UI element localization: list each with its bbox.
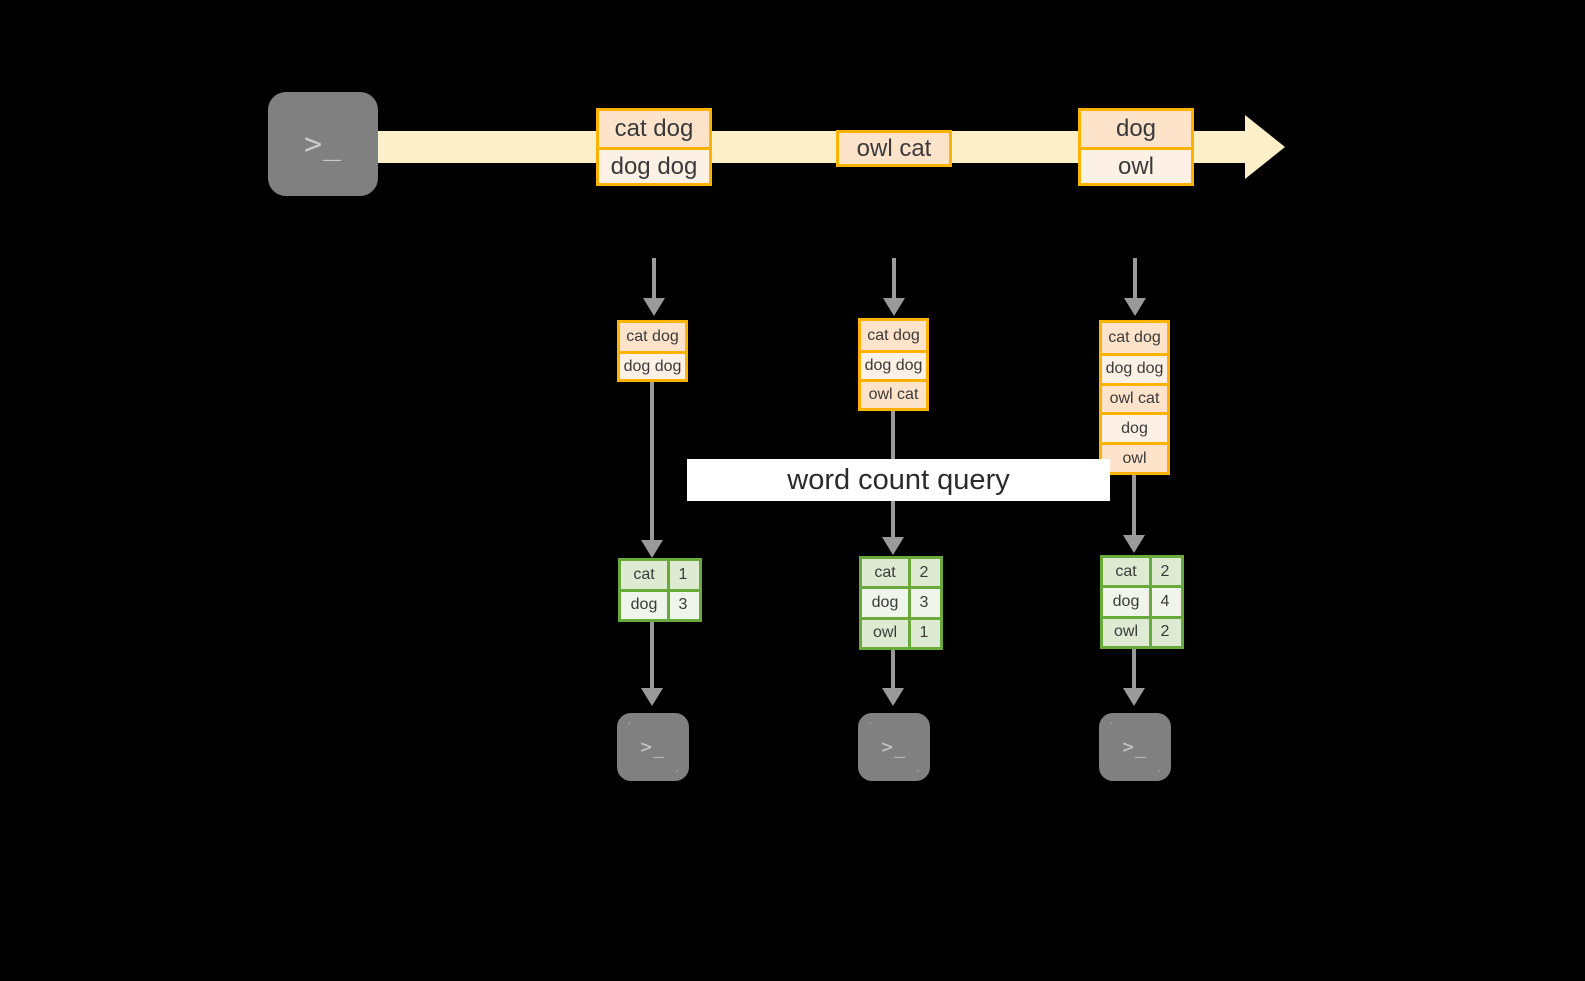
source-terminal-prompt: >_ [303,126,343,162]
sink-connector-1 [650,622,654,688]
dashed-connector-3 [1133,258,1137,300]
dashed-connector-3-arrowhead-icon [1124,298,1146,316]
terminal-screen [277,101,369,187]
accumulated-record: owl cat [861,378,926,408]
sink-terminal-1-icon[interactable]: >_ [617,713,689,781]
sink-terminal-prompt: >_ [881,736,907,758]
accumulated-record: dog dog [620,351,685,379]
sink-terminal-prompt: >_ [1122,736,1148,758]
result-table-3: cat 2 dog 4 owl 2 [1100,555,1184,649]
result-count: 4 [1149,588,1178,616]
dashed-connector-2 [892,258,896,300]
table-row: cat 1 [621,561,699,589]
stream-record: owl [1081,147,1191,183]
accumulated-record: cat dog [861,321,926,350]
stream-record: dog dog [599,147,709,183]
query-connector-1-arrowhead-icon [641,540,663,558]
stream-group-1: cat dog dog dog [596,108,712,186]
query-connector-3 [1132,475,1136,535]
sink-connector-2-arrowhead-icon [882,688,904,706]
table-row: cat 2 [1103,558,1181,586]
sink-terminal-2-icon[interactable]: >_ [858,713,930,781]
result-word: dog [630,596,658,614]
result-table-1: cat 1 dog 3 [618,558,702,622]
result-count: 2 [908,559,937,587]
accumulated-record: cat dog [1102,323,1167,353]
stream-record: cat dog [599,111,709,147]
result-word: cat [1115,562,1137,580]
accumulated-stack-2: cat dog dog dog owl cat [858,318,929,411]
terminal-screen [1108,722,1162,772]
accumulated-record: owl cat [1102,382,1167,413]
result-word: cat [633,565,655,583]
stream-arrow-head-icon [1245,115,1285,179]
accumulated-record: owl [1102,442,1167,472]
result-count: 3 [908,589,937,617]
sink-connector-3-arrowhead-icon [1123,688,1145,706]
result-count: 2 [1149,558,1178,586]
table-row: owl 2 [1103,615,1181,646]
accumulated-record: dog dog [861,350,926,379]
dashed-connector-1 [652,258,656,300]
stream-record: dog [1081,111,1191,147]
stream-group-3: dog owl [1078,108,1194,186]
result-word: dog [1112,592,1140,610]
result-count: 2 [1149,618,1178,646]
result-count: 1 [667,561,696,589]
query-connector-2-arrowhead-icon [882,537,904,555]
result-word: cat [874,563,896,581]
sink-connector-3 [1132,649,1136,688]
table-row: dog 3 [862,586,940,617]
sink-terminal-3-icon[interactable]: >_ [1099,713,1171,781]
table-row: owl 1 [862,616,940,647]
accumulated-record: dog dog [1102,352,1167,383]
stream-group-2: owl cat [836,130,952,167]
result-word: dog [871,593,899,611]
accumulated-stack-3: cat dog dog dog owl cat dog owl [1099,320,1170,475]
sink-connector-2 [891,650,895,688]
sink-connector-1-arrowhead-icon [641,688,663,706]
table-row: cat 2 [862,559,940,587]
result-word: owl [872,624,897,642]
query-connector-3-arrowhead-icon [1123,535,1145,553]
sink-terminal-prompt: >_ [640,736,666,758]
query-label: word count query [787,463,1010,496]
result-count: 3 [667,591,696,619]
accumulated-stack-1: cat dog dog dog [617,320,688,382]
result-word: owl [1113,623,1138,641]
query-label-band: word count query [687,459,1110,501]
query-connector-1 [650,382,654,540]
dashed-connector-1-arrowhead-icon [643,298,665,316]
stream-record: owl cat [839,133,949,164]
dashed-connector-2-arrowhead-icon [883,298,905,316]
accumulated-record: dog [1102,412,1167,443]
table-row: dog 4 [1103,585,1181,616]
table-row: dog 3 [621,588,699,619]
result-count: 1 [908,619,937,647]
result-table-2: cat 2 dog 3 owl 1 [859,556,943,650]
source-terminal-icon[interactable]: >_ [268,92,378,196]
terminal-screen [867,722,921,772]
accumulated-record: cat dog [620,323,685,351]
terminal-screen [626,722,680,772]
